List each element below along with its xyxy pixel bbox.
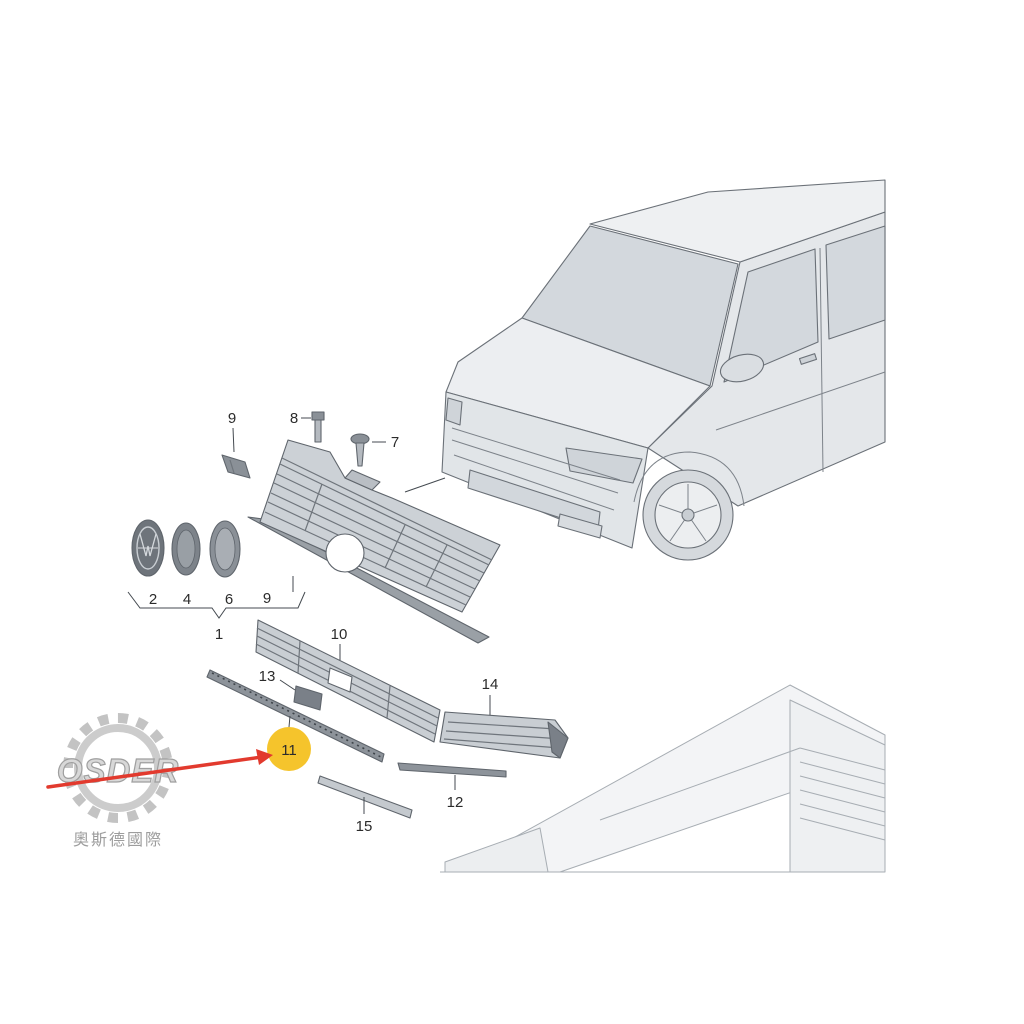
callout-9-frame: 9	[263, 590, 271, 607]
callout-15: 15	[356, 818, 373, 835]
part-4-emblem	[171, 522, 201, 576]
part-6-emblem	[209, 520, 241, 578]
callout-2: 2	[149, 591, 157, 608]
highlight-circle	[267, 727, 311, 771]
van-side-crease	[715, 371, 886, 431]
box-corrugation	[799, 803, 886, 827]
van-headlight-right	[565, 447, 643, 484]
part-13-bracket	[279, 679, 323, 711]
van-roof	[589, 179, 886, 263]
box-corrugation	[799, 747, 886, 771]
grille-lower-lip	[247, 516, 490, 644]
box-corrugation	[799, 817, 886, 841]
part-10-lower-grille	[255, 619, 441, 743]
box-corrugation	[799, 761, 886, 785]
plate-holder-cutout	[327, 667, 353, 693]
gear-icon	[63, 713, 173, 823]
packaging-box-illustration	[440, 684, 886, 873]
callout-8: 8	[290, 410, 298, 427]
grille-to-van-leader	[404, 477, 446, 493]
callout-11: 11	[281, 742, 297, 759]
callout-14: 14	[482, 676, 499, 693]
van-rear-window	[825, 225, 886, 340]
van-door-window	[723, 248, 819, 383]
callout-1: 1	[215, 626, 223, 643]
van-illustration	[441, 179, 886, 561]
box-edge	[599, 747, 801, 821]
assembly-1-bracket	[127, 591, 306, 619]
van-headlight-left	[445, 397, 463, 426]
van-fog-slot	[557, 513, 603, 539]
callout-7: 7	[391, 434, 399, 451]
part-12-trim-strip	[397, 762, 507, 790]
vw-emblem-opening	[325, 533, 365, 573]
van-door-handle	[798, 353, 818, 365]
watermark-subtitle: 奧斯德國際	[73, 830, 163, 849]
callout-13: 13	[259, 668, 276, 685]
callout-4: 4	[183, 591, 191, 608]
van-grille-line	[451, 439, 619, 494]
part-14-side-grille	[439, 695, 569, 759]
van-bumper-line	[453, 454, 615, 511]
callout-10: 10	[331, 626, 348, 643]
part-2-emblem	[131, 519, 165, 577]
van-door-seam	[819, 247, 824, 473]
part-11-highlight: 11	[267, 727, 311, 771]
callout-6: 6	[225, 591, 233, 608]
part-9-clip	[221, 427, 251, 479]
box-corrugation	[799, 789, 886, 813]
arrowhead-icon	[256, 749, 273, 765]
van-wheel-arch	[633, 451, 745, 507]
van-side-mirror	[719, 353, 765, 383]
gear-ring	[74, 724, 162, 812]
box-left-panel	[444, 827, 549, 873]
van-wheel	[642, 469, 734, 561]
van-grille-line	[451, 427, 621, 481]
grille-top-notch	[344, 469, 381, 491]
part-7-clip	[350, 433, 386, 467]
part-11-trim-strip	[206, 669, 385, 763]
pointer-arrow	[46, 749, 273, 789]
part-8-bolt	[301, 411, 325, 443]
callout-9-clip: 9	[228, 410, 236, 427]
callout-12: 12	[447, 794, 464, 811]
part-1-grille	[247, 439, 501, 644]
part-15-trim-strip	[317, 775, 413, 819]
box-corrugation	[799, 775, 886, 799]
